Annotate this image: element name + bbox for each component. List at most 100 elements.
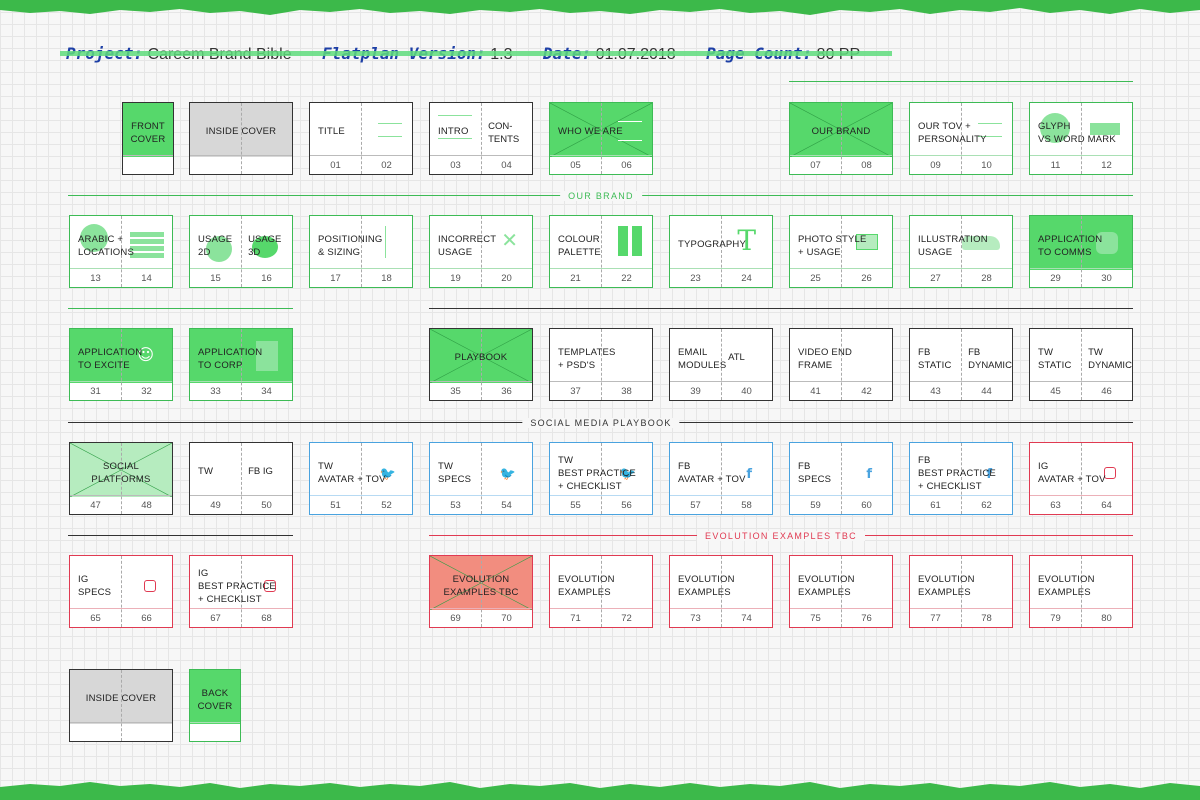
spread-label: TW SPECS	[438, 461, 472, 485]
spread-label: WHO WE ARE	[558, 126, 623, 137]
divider-label-our-brand: OUR BRAND	[560, 191, 642, 201]
spread-footer-line	[70, 381, 172, 382]
spread-label: FB BEST PRACTICE + CHECKLIST	[918, 455, 996, 492]
page-number-right: 56	[621, 500, 632, 511]
spread-label: FB SPECS	[798, 461, 832, 485]
divider-label-evolution: EVOLUTION EXAMPLES TBC	[697, 531, 865, 541]
spread-label: INCORRECT USAGE	[438, 234, 497, 258]
spread-footer-line	[70, 268, 172, 269]
page-number-left: 49	[210, 500, 221, 511]
twitter-icon: 🐦	[499, 467, 516, 482]
page-number-right: 08	[861, 160, 872, 171]
page-number-left: 73	[690, 613, 701, 624]
facebook-icon: f	[866, 467, 872, 482]
page-number-left: 07	[810, 160, 821, 171]
divider-label-social-playbook: SOCIAL MEDIA PLAYBOOK	[522, 418, 680, 428]
page-number-left: 29	[1050, 273, 1061, 284]
page-number-left: 13	[90, 273, 101, 284]
spread-footer-line	[123, 155, 173, 156]
spread-label: EVOLUTION EXAMPLES	[678, 574, 735, 598]
page-number-right: 78	[981, 613, 992, 624]
page-number-right: 14	[141, 273, 152, 284]
spread-footer-line	[310, 268, 412, 269]
torn-paper-top-edge	[0, 0, 1200, 15]
spread-footer-line	[190, 268, 292, 269]
spread-spine	[121, 329, 122, 400]
page-number-right: 06	[621, 160, 632, 171]
spread-spine	[361, 103, 362, 174]
spread-footer-line	[790, 268, 892, 269]
spread-label: EMAIL MODULES	[678, 347, 727, 371]
spread-label: TW	[198, 466, 214, 477]
page-number-right: 80	[1101, 613, 1112, 624]
spread-label-right: FB DYNAMIC	[968, 347, 1012, 371]
spread-spine	[121, 443, 122, 514]
spread-label: TW STATIC	[1038, 347, 1072, 371]
page-number-right: 46	[1101, 386, 1112, 397]
spread-spine	[241, 443, 242, 514]
spread-spine	[1081, 216, 1082, 287]
spread-spine	[841, 103, 842, 174]
page-number-left: 37	[570, 386, 581, 397]
spread-footer-line	[550, 155, 652, 156]
page-number-left: 31	[90, 386, 101, 397]
page-number-right: 18	[381, 273, 392, 284]
spread-label: APPLICATION TO CORP	[198, 347, 263, 371]
spread-label: EVOLUTION EXAMPLES	[1038, 574, 1095, 598]
spread-label: APPLICATION TO EXCITE	[78, 347, 143, 371]
spread-footer-line	[550, 608, 652, 609]
page-number-left: 03	[450, 160, 461, 171]
spread-footer-line	[910, 608, 1012, 609]
header-highlight-strike	[60, 51, 892, 56]
spread-spine	[961, 329, 962, 400]
page-fill	[123, 103, 173, 157]
spread-label: TEMPLATES + PSD'S	[558, 347, 616, 371]
page-number-left: 17	[330, 273, 341, 284]
spread-footer-line	[430, 155, 532, 156]
page-number-right: 38	[621, 386, 632, 397]
spread-spine	[601, 556, 602, 627]
spread-label: FB AVATAR + TOV	[678, 461, 746, 485]
torn-paper-bottom-edge	[0, 782, 1200, 800]
spread-spine	[841, 556, 842, 627]
spread-footer-line	[70, 608, 172, 609]
spread-footer-line	[1030, 268, 1132, 269]
spread-spine	[721, 329, 722, 400]
page-number-left: 35	[450, 386, 461, 397]
spread-label: EVOLUTION EXAMPLES TBC	[443, 574, 519, 598]
page-number-right: 50	[261, 500, 272, 511]
page-number-right: 62	[981, 500, 992, 511]
spread-label: POSITIONING & SIZING	[318, 234, 383, 258]
spread-spine	[721, 556, 722, 627]
spread-label: TW AVATAR + TOV	[318, 461, 386, 485]
twitter-icon: 🐦	[619, 467, 636, 482]
page-number-left: 25	[810, 273, 821, 284]
page-number-left: 53	[450, 500, 461, 511]
page-number-right: 04	[501, 160, 512, 171]
spread-spine	[961, 443, 962, 514]
spread-spine	[841, 443, 842, 514]
spread-spine	[1081, 556, 1082, 627]
page-number-right: 34	[261, 386, 272, 397]
page-number-left: 63	[1050, 500, 1061, 511]
page-number-left: 77	[930, 613, 941, 624]
spread-spine	[601, 216, 602, 287]
page-number-left: 19	[450, 273, 461, 284]
spread-spine	[481, 329, 482, 400]
page-number-right: 44	[981, 386, 992, 397]
spread-label: IG AVATAR + TOV	[1038, 461, 1106, 485]
spread-footer-line	[190, 608, 292, 609]
spread-spine	[721, 443, 722, 514]
page-number-left: 61	[930, 500, 941, 511]
page-number-left: 47	[90, 500, 101, 511]
